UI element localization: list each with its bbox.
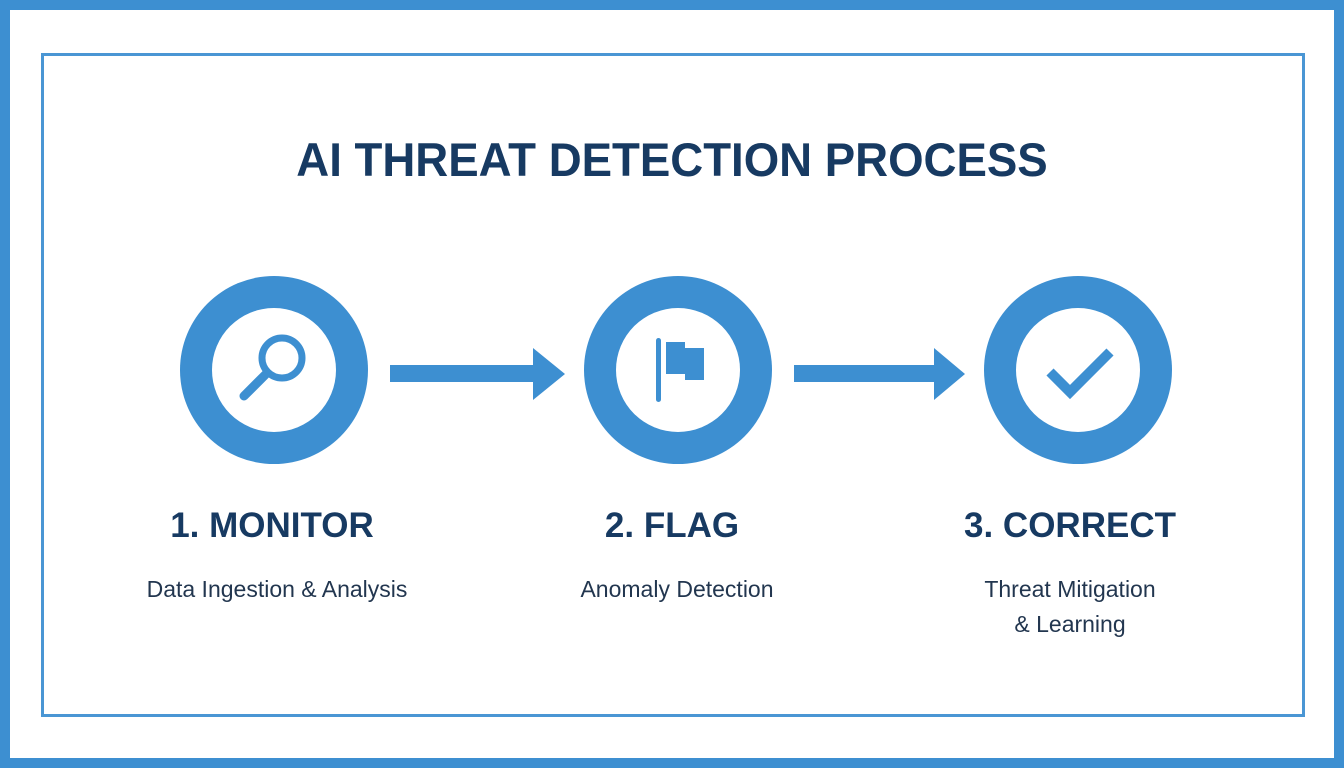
step-3-description-line2: & Learning [1014, 611, 1126, 637]
arrow-right-icon [390, 348, 565, 400]
magnifier-icon [239, 334, 306, 401]
step-3-description-line1: Threat Mitigation [984, 576, 1156, 602]
step-3-description: Threat Mitigation & Learning [890, 572, 1250, 642]
checkmark-icon [1046, 348, 1114, 400]
step-3-label: 3. CORRECT [964, 506, 1176, 545]
step-2-circle [584, 276, 772, 464]
arrow-right-icon [794, 348, 965, 400]
step-1-description: Data Ingestion & Analysis [146, 576, 408, 602]
flag-icon [656, 338, 704, 402]
inner-frame [41, 53, 1305, 717]
step-2-label: 2. FLAG [604, 506, 740, 545]
step-1-circle [180, 276, 368, 464]
step-2-description: Anomaly Detection [580, 576, 774, 602]
step-3-circle [984, 276, 1172, 464]
step-1-label: 1. MONITOR [170, 506, 374, 545]
diagram-title: AI THREAT DETECTION PROCESS [296, 133, 1048, 186]
